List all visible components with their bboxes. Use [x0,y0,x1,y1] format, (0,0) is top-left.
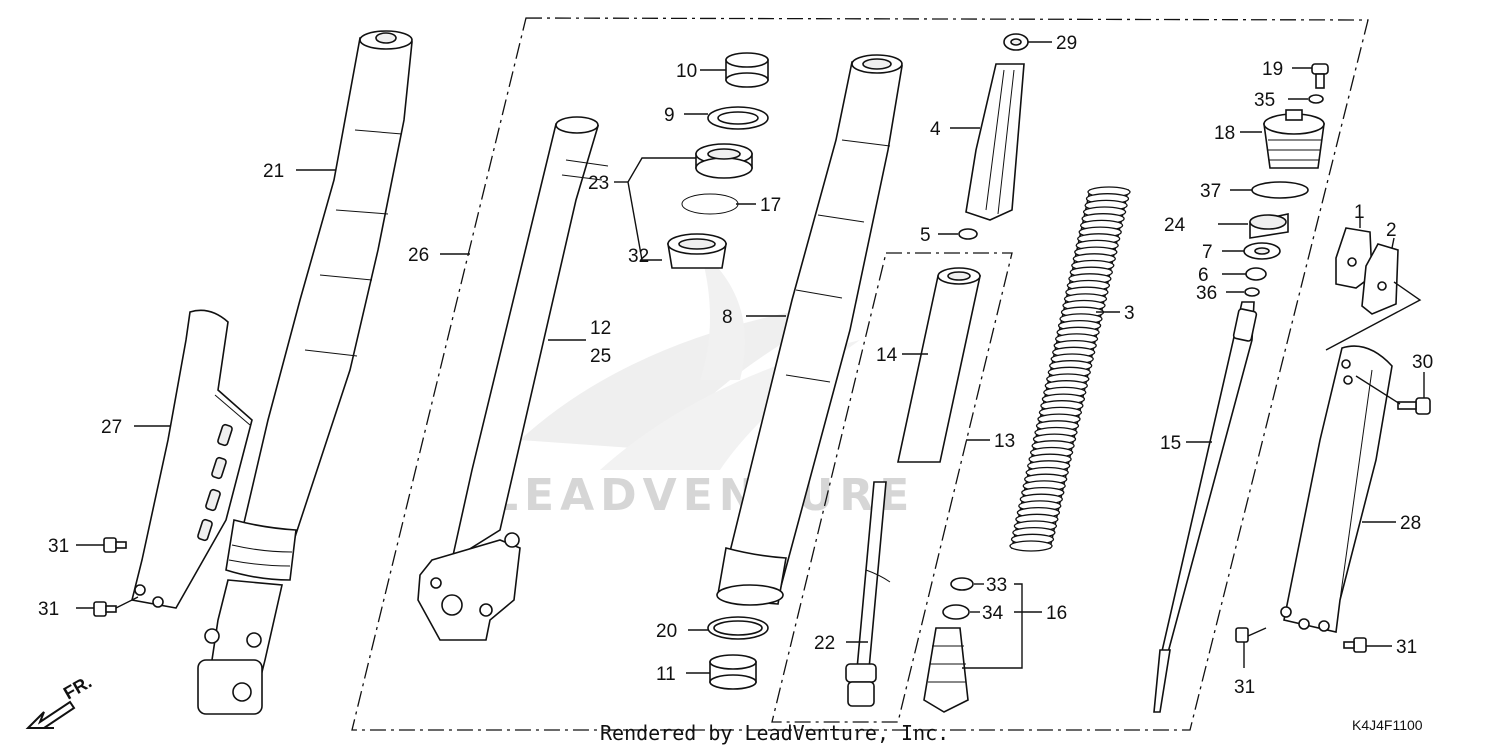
callout-14: 14 [876,345,898,366]
part-6-nut [1245,267,1267,281]
callout-26: 26 [408,245,429,266]
callout-32: 32 [628,246,649,267]
part-28-fork-guard-right [1280,345,1393,633]
callout-8: 8 [722,307,733,328]
inner-assembly-outline [351,17,1369,731]
part-20-ring [707,616,769,640]
part-1-bracket [1335,227,1373,289]
part-36-washer [1244,287,1260,297]
callout-22: 22 [814,633,835,654]
callout-33: 33 [986,575,1007,596]
callout-24: 24 [1164,215,1186,236]
callout-4: 4 [930,119,941,140]
callout-12: 12 [590,318,611,339]
part-7-spring-seat [1243,242,1281,260]
part-3-fork-spring [1009,186,1131,552]
part-31-bolt-right-a [1235,627,1249,643]
part-24-spring-collar [1249,213,1289,239]
callout-31-c: 31 [1234,677,1255,698]
callout-34: 34 [982,603,1004,624]
part-11-bushing [709,654,757,690]
callout-16: 16 [1046,603,1067,624]
callout-21: 21 [263,161,284,182]
callout-31-b: 31 [38,599,59,620]
watermark-text: LEADVENTURE [490,470,915,521]
callout-23: 23 [588,173,609,194]
part-27-fork-guard-left [131,309,253,609]
part-29-nut [1003,33,1029,51]
callout-9: 9 [664,105,675,126]
part-31-bolt-left-b [93,601,117,617]
callout-31-d: 31 [1396,637,1417,658]
callout-6: 6 [1198,265,1209,286]
part-14-collar-tube [897,267,981,463]
callout-30: 30 [1412,352,1433,373]
callout-15: 15 [1160,433,1181,454]
callout-7: 7 [1202,242,1213,263]
callout-3: 3 [1124,303,1135,324]
spring-coil [1009,540,1053,552]
part-10-bushing [725,52,769,88]
callout-36: 36 [1196,283,1217,304]
callout-28: 28 [1400,513,1421,534]
part-22-damper-rod [845,481,891,707]
callout-19: 19 [1262,59,1283,80]
credit-text: Rendered by LeadVenture, Inc. [600,721,949,745]
part-35-washer [1308,94,1324,104]
part-9-washer [707,106,769,130]
part-21-outer-tube [197,30,413,715]
callout-25: 25 [590,346,611,367]
callout-2: 2 [1386,220,1397,241]
part-34-o-ring [942,604,970,620]
direction-label: FR. [60,672,95,704]
part-4-rubber-sleeve [965,63,1025,221]
part-16-rebound-piston-assy [923,627,969,713]
part-19-bolt [1311,63,1329,89]
part-15-damper-rod-long [1153,301,1258,713]
part-2-bracket [1361,243,1399,315]
part-17-clip [681,193,739,215]
part-33-o-ring [950,577,974,591]
callout-11: 11 [656,664,676,685]
callout-13: 13 [994,431,1015,452]
part-5-o-ring [958,228,978,240]
callout-37: 37 [1200,181,1221,202]
callout-10: 10 [676,61,697,82]
callout-1: 1 [1354,202,1365,223]
part-32-dust-seal [667,233,727,269]
front-direction-arrow: FR. [25,672,95,729]
part-31-bolt-left-a [103,537,127,553]
part-8-outer-tube [716,54,903,606]
part-30-bolt [1397,397,1431,415]
part-26-fork-slider [417,116,609,641]
callout-5: 5 [920,225,931,246]
part-23-oil-seal [695,143,753,179]
callout-17: 17 [760,195,781,216]
part-31-bolt-right-b [1343,637,1367,653]
diagram-code: K4J4F1100 [1352,717,1423,733]
callout-31-a: 31 [48,536,69,557]
callout-35: 35 [1254,90,1275,111]
callout-29: 29 [1056,33,1077,54]
part-37-o-ring [1251,181,1309,199]
callout-20: 20 [656,621,677,642]
part-18-fork-cap [1263,109,1325,169]
callout-18: 18 [1214,123,1235,144]
callout-27: 27 [101,417,122,438]
